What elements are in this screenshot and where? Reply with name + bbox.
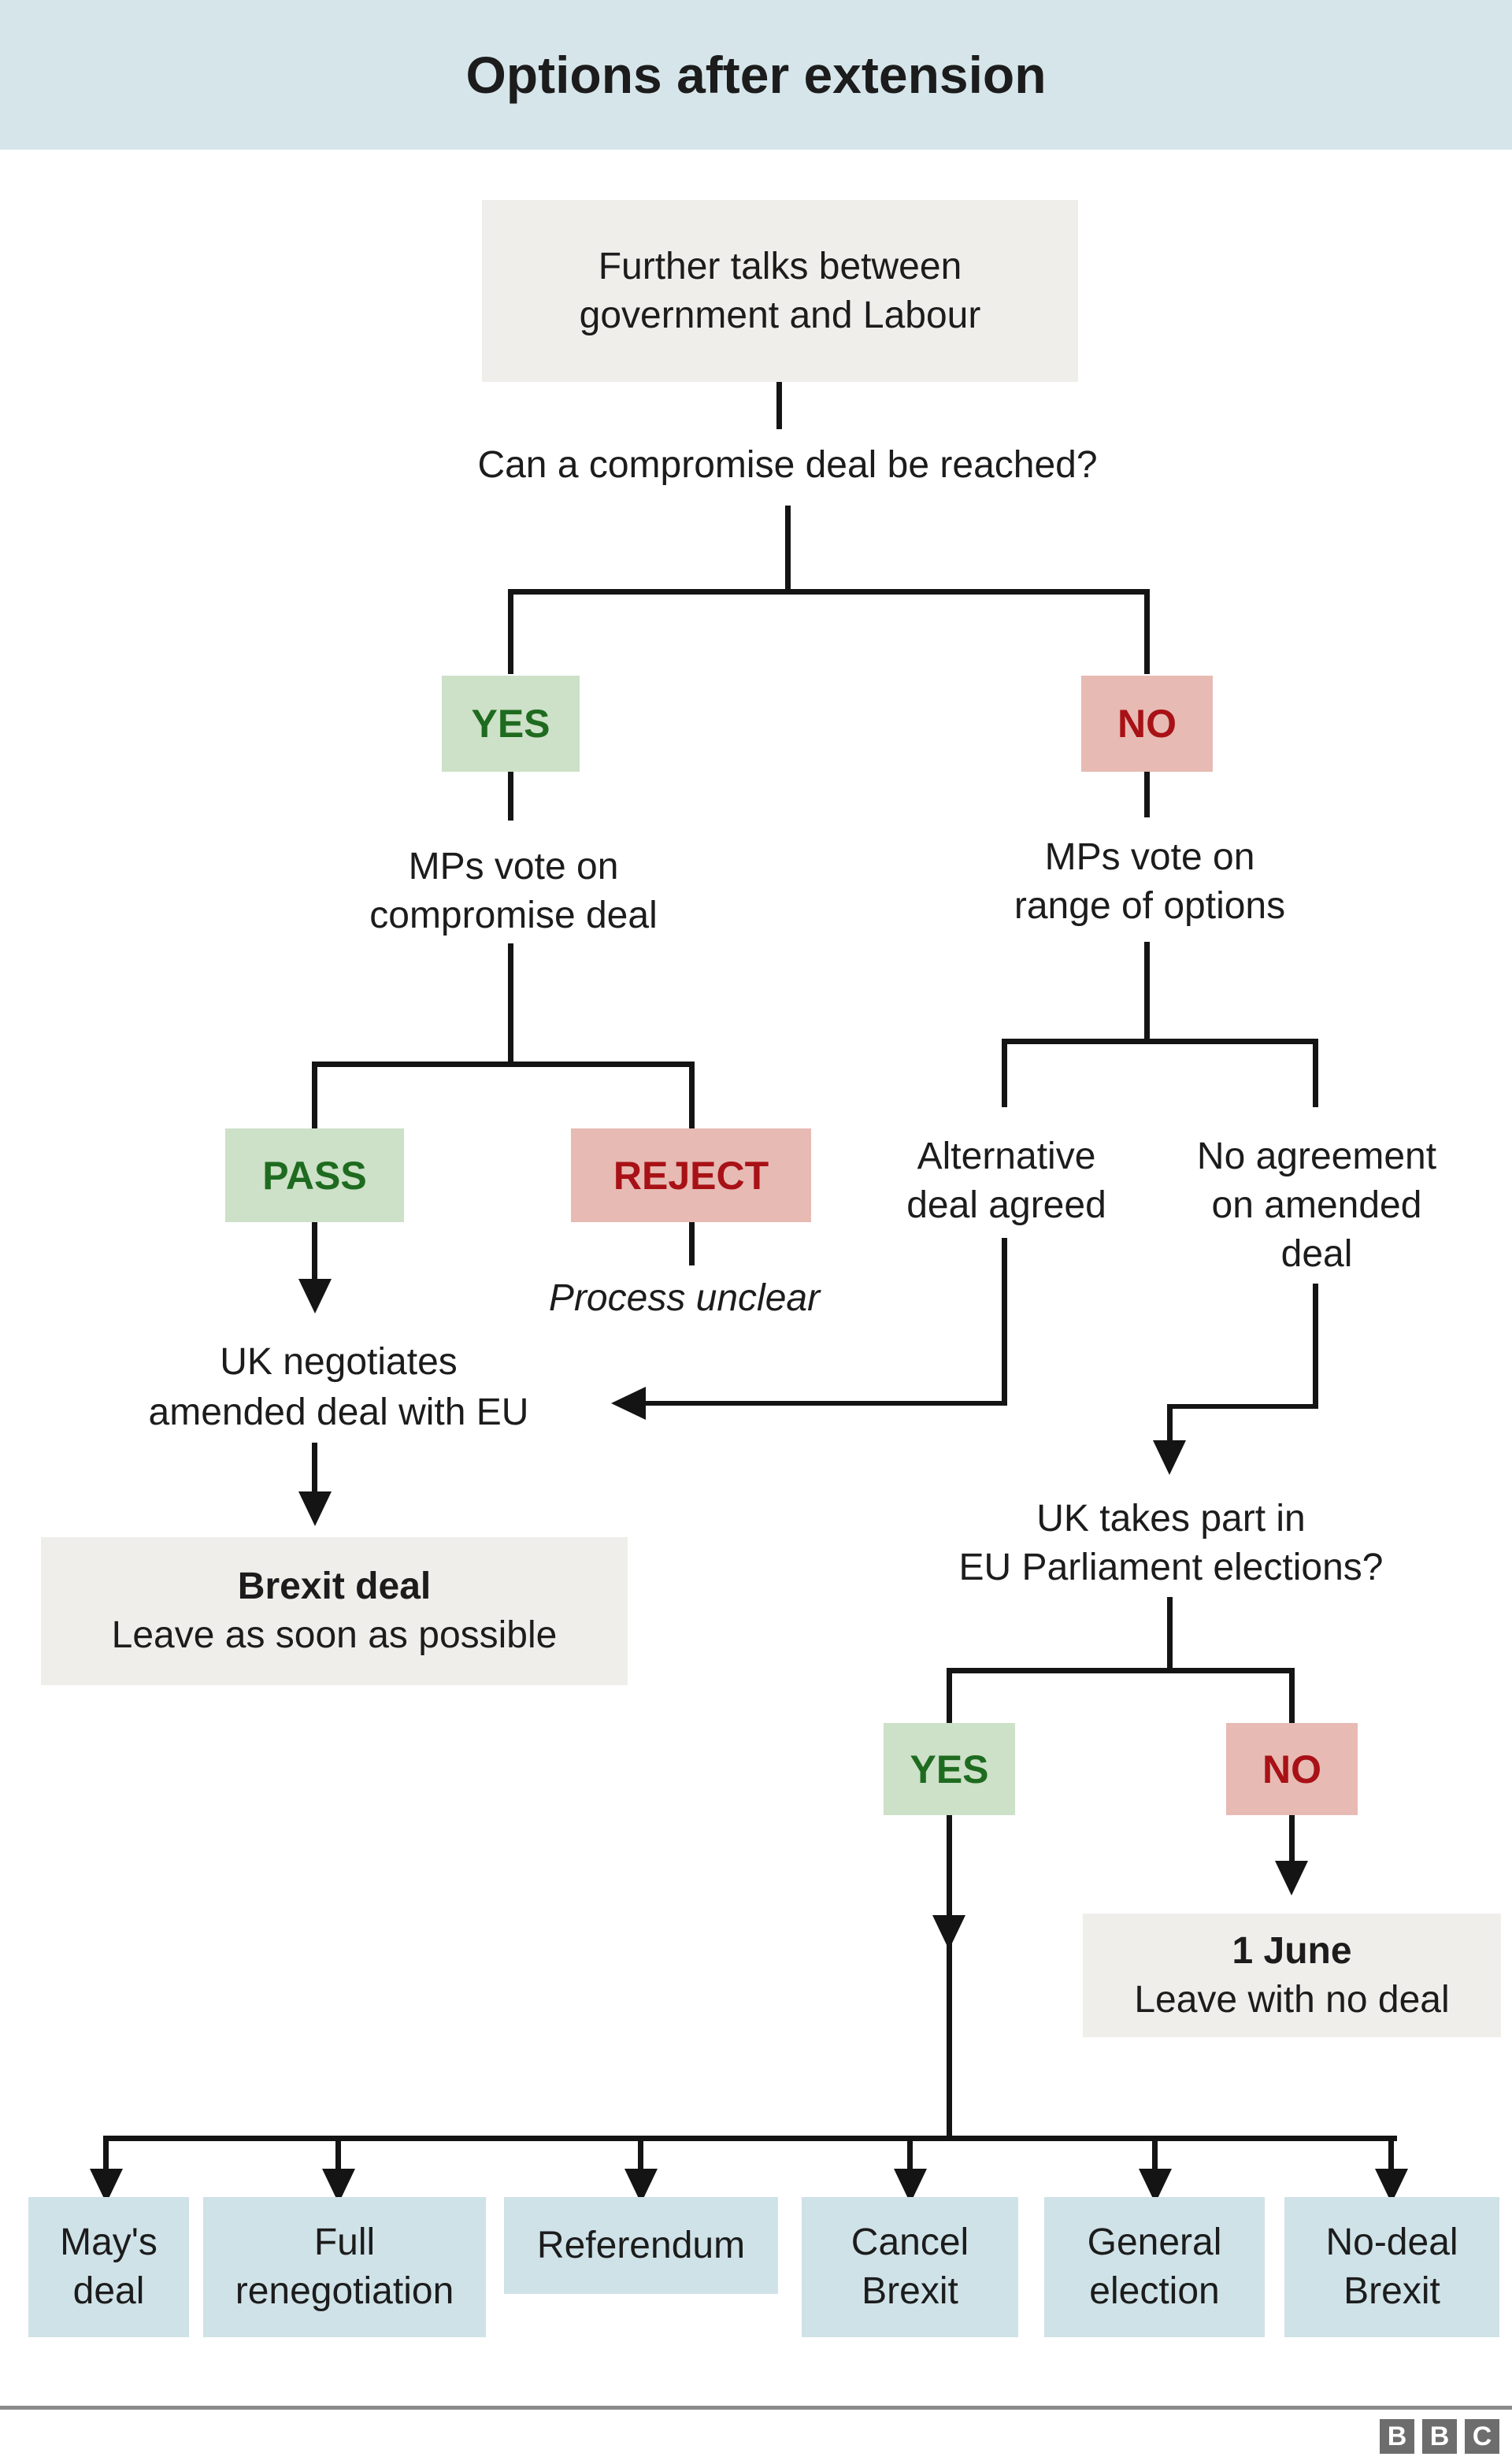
june-subtitle: Leave with no deal [1134, 1978, 1450, 2021]
connector-line [1167, 1597, 1173, 1673]
node-alternative-deal: Alternative deal agreed [906, 1136, 1106, 1226]
connector-line [335, 2136, 341, 2172]
outcome-no-deal-brexit: No-deal Brexit [1284, 2197, 1499, 2337]
note-process-unclear: Process unclear [548, 1277, 821, 1319]
node-1-june: 1 June Leave with no deal [1083, 1914, 1501, 2037]
arrow-down-icon [1275, 1861, 1308, 1895]
page-title: Options after extension [465, 46, 1047, 104]
outcome-general-election: General election [1044, 2197, 1265, 2337]
outcome-cancel-brexit: Cancel Brexit [802, 2197, 1018, 2337]
connector-line [508, 943, 513, 1065]
node-yes-1: YES [442, 676, 580, 772]
connector-line [1313, 1039, 1318, 1107]
arrow-down-icon [1153, 1440, 1186, 1475]
node-no-1: NO [1081, 676, 1213, 772]
connector-line [312, 1222, 317, 1282]
connector-line [1313, 1284, 1318, 1409]
connector-line [947, 1815, 952, 2140]
node-no-agreement: No agreement on amended deal [1196, 1136, 1437, 1275]
connector-line [1167, 1404, 1318, 1409]
node-uk-negotiates: UK negotiates amended deal with EU [148, 1341, 529, 1433]
connector-line [1144, 942, 1150, 1041]
june-title: 1 June [1232, 1929, 1352, 1972]
node-mps-compromise: MPs vote on compromise deal [369, 846, 658, 936]
bbc-logo: B [1380, 2419, 1414, 2454]
arrow-down-icon [298, 1491, 332, 1526]
arrow-left-icon [611, 1387, 646, 1420]
connector-line [1289, 1815, 1295, 1864]
branch-line [508, 589, 1150, 595]
connector-line [508, 772, 513, 821]
connector-line [776, 382, 782, 429]
outcome-referendum: Referendum [504, 2197, 778, 2294]
connector-line [1167, 1404, 1173, 1443]
connector-line [1152, 2136, 1158, 2172]
connector-line [1289, 1668, 1295, 1723]
connector-line [689, 1222, 695, 1265]
connector-line [312, 1062, 317, 1128]
branch-line [1002, 1039, 1318, 1044]
arrow-down-icon [932, 1915, 965, 1950]
connector-line [785, 506, 791, 591]
branch-line [312, 1062, 695, 1067]
connector-line [947, 1668, 952, 1723]
connector-line [1144, 589, 1150, 674]
footer-divider [0, 2406, 1512, 2410]
bbc-logo: B [1422, 2419, 1457, 2454]
node-reject: REJECT [571, 1128, 811, 1222]
connector-line [1144, 772, 1150, 817]
node-further-talks: Further talks between government and Lab… [482, 200, 1078, 382]
arrow-down-icon [298, 1279, 332, 1314]
node-yes-2: YES [884, 1723, 1015, 1815]
outcome-mays-deal: May's deal [28, 2197, 189, 2337]
connector-line [689, 1062, 695, 1128]
connector-line [1002, 1238, 1007, 1406]
node-no-2: NO [1226, 1723, 1358, 1815]
branch-line [947, 1668, 1295, 1673]
connector-line [103, 2136, 109, 2172]
outcome-full-renegotiation: Full renegotiation [203, 2197, 486, 2337]
node-brexit-deal: Brexit deal Leave as soon as possible [41, 1537, 628, 1685]
connector-line [638, 2136, 643, 2172]
connector-line [1002, 1039, 1007, 1107]
connector-line [644, 1401, 1006, 1406]
brexit-deal-subtitle: Leave as soon as possible [111, 1614, 558, 1656]
question-compromise: Can a compromise deal be reached? [477, 444, 1098, 486]
connector-line [1388, 2136, 1394, 2172]
brexit-deal-title: Brexit deal [237, 1565, 432, 1607]
branch-line [103, 2136, 1397, 2141]
bbc-logo: C [1465, 2419, 1499, 2454]
question-elections: UK takes part in EU Parliament elections… [958, 1498, 1384, 1588]
node-pass: PASS [225, 1128, 404, 1222]
connector-line [508, 589, 513, 674]
connector-line [907, 2136, 913, 2172]
header-band: Options after extension [0, 0, 1512, 150]
connector-line [312, 1443, 317, 1491]
node-mps-options: MPs vote on range of options [1014, 836, 1286, 927]
